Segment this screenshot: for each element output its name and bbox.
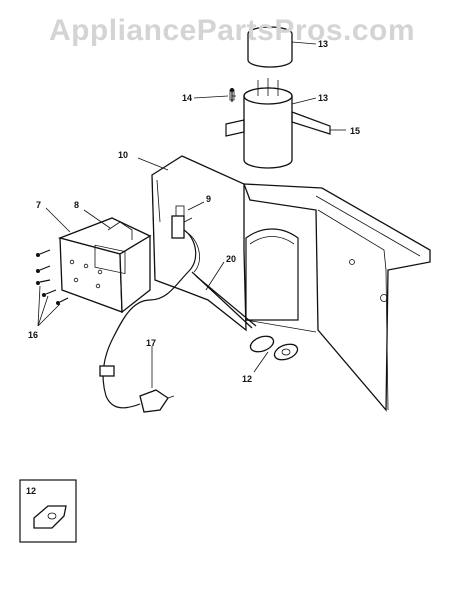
grommet — [249, 335, 299, 361]
inset-grommet — [33, 505, 67, 529]
callouts: 13 14 13 15 10 9 7 8 20 16 17 12 — [28, 39, 360, 384]
callout-13-top: 13 — [318, 39, 328, 49]
callout-14: 14 — [182, 93, 192, 103]
wire-clip — [99, 365, 115, 377]
bracket-plate — [151, 155, 317, 333]
callout-16: 16 — [28, 330, 38, 340]
watermark: AppliancePartsPros.com — [48, 14, 416, 47]
callout-20: 20 — [226, 254, 236, 264]
switch — [171, 205, 193, 239]
screws — [36, 88, 234, 305]
callout-7: 7 — [36, 200, 41, 210]
callout-9: 9 — [206, 194, 211, 204]
junction-box — [57, 217, 152, 314]
inset-label: 12 — [26, 486, 36, 496]
callout-8: 8 — [74, 200, 79, 210]
cabinet-panel — [243, 183, 431, 412]
callout-15: 15 — [350, 126, 360, 136]
callout-17: 17 — [146, 338, 156, 348]
inset-box: 12 — [19, 479, 77, 543]
leader-lines — [37, 41, 346, 388]
callout-13: 13 — [318, 93, 328, 103]
callout-10: 10 — [118, 150, 128, 160]
plug — [139, 389, 169, 413]
callout-12: 12 — [242, 374, 252, 384]
capacitor — [225, 26, 331, 169]
wire-harness — [99, 229, 257, 413]
